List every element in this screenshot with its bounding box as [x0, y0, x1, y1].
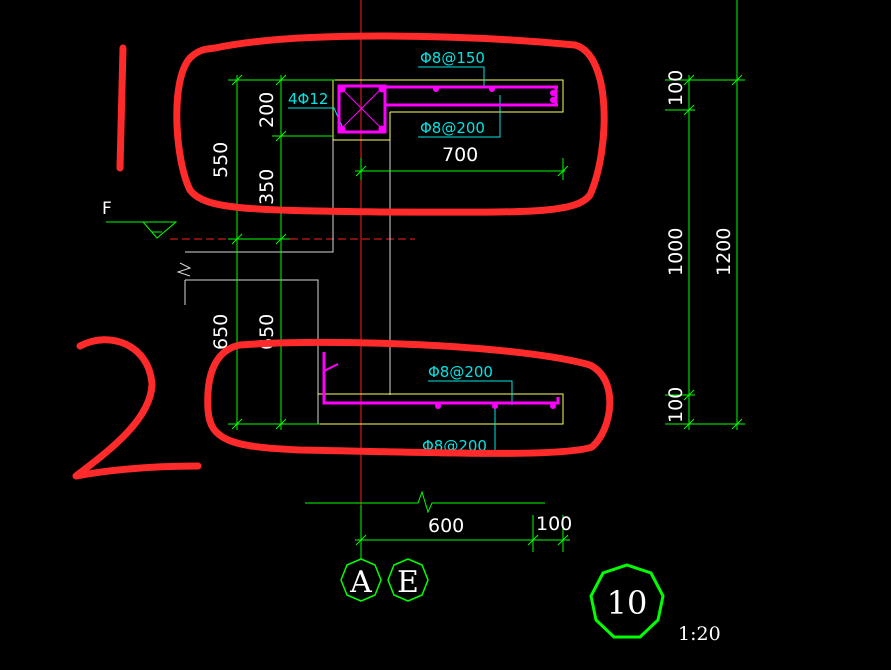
markup-annotations — [72, 32, 614, 480]
svg-text:E: E — [397, 565, 419, 600]
svg-text:10: 10 — [607, 584, 648, 622]
dim-550: 550 — [210, 142, 232, 178]
dim-700: 700 — [442, 144, 478, 166]
rebar-label-corner: 4Φ12 — [288, 90, 328, 108]
dim-100-top: 100 — [665, 70, 687, 106]
dim-100-bottom: 100 — [665, 387, 687, 423]
dim-100-right: 100 — [536, 513, 572, 535]
markup-digit-2 — [72, 336, 202, 480]
dim-350: 350 — [256, 169, 278, 205]
markup-loop-2 — [204, 338, 614, 457]
markup-digit-1 — [116, 44, 127, 172]
dim-650-left: 650 — [210, 314, 232, 350]
dim-1200: 1200 — [713, 228, 735, 276]
dim-1000: 1000 — [665, 228, 687, 276]
rebar-label-main-bottom: Φ8@200 — [428, 363, 493, 381]
axis-bubble-e: E — [387, 558, 429, 602]
axis-bubble-a: A — [340, 558, 382, 602]
dim-600: 600 — [428, 515, 464, 537]
rebar-label-stirrup: Φ8@150 — [420, 49, 485, 67]
markup-loop-1 — [173, 32, 608, 216]
level-mark-label: F — [102, 199, 112, 219]
dim-200: 200 — [256, 92, 278, 128]
rebar-label-distribution-top: Φ8@200 — [420, 119, 485, 137]
concrete-outline — [318, 79, 564, 425]
dimension-lines — [106, 0, 745, 560]
rebar — [322, 84, 560, 405]
svg-text:A: A — [349, 565, 372, 600]
detail-scale: 1:20 — [678, 623, 721, 645]
detail-marker: 10 — [589, 563, 665, 639]
rebar-dots — [338, 85, 556, 409]
